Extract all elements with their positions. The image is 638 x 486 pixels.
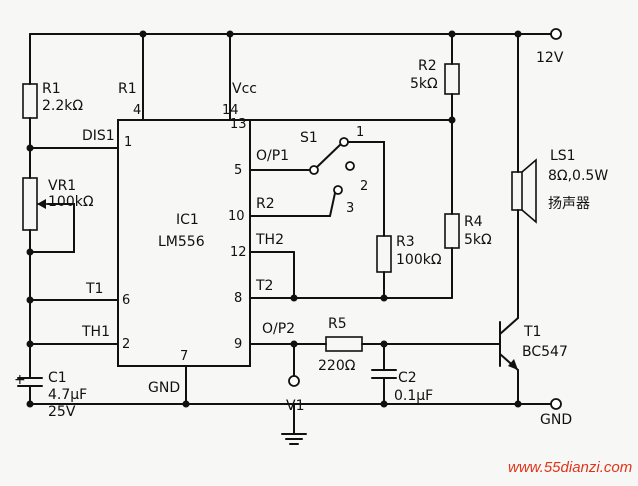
switch-pos-3 bbox=[333, 185, 343, 195]
pin-5: 5 bbox=[234, 163, 242, 178]
pin-name-r1: R1 bbox=[118, 81, 137, 97]
pin-13: 13 bbox=[230, 117, 247, 132]
vr1-ref: VR1 bbox=[48, 178, 76, 194]
ls1-value: 8Ω,0.5W bbox=[548, 168, 608, 184]
pin-name-vcc: Vcc bbox=[232, 81, 257, 97]
t1-part: BC547 bbox=[522, 344, 568, 360]
pin-name-dis1: DIS1 bbox=[82, 128, 115, 144]
ic-part: LM556 bbox=[158, 234, 205, 250]
pin-14: 14 bbox=[222, 103, 239, 118]
pin-name-op2: O/P2 bbox=[262, 321, 295, 337]
pin-10: 10 bbox=[228, 209, 245, 224]
resistor-r4 bbox=[444, 213, 460, 249]
r4-value: 5kΩ bbox=[464, 232, 492, 248]
r5-ref: R5 bbox=[328, 316, 347, 332]
ls1-desc: 扬声器 bbox=[548, 196, 590, 212]
c2-ref: C2 bbox=[398, 370, 417, 386]
left-column bbox=[17, 33, 75, 408]
r3-ref: R3 bbox=[396, 234, 415, 250]
watermark: www.55dianzi.com bbox=[508, 459, 632, 476]
output-stage bbox=[249, 30, 537, 408]
switch-pos-1 bbox=[339, 137, 349, 147]
pin-9: 9 bbox=[234, 337, 242, 352]
r1-ref: R1 bbox=[42, 81, 61, 97]
pin-name-r2: R2 bbox=[256, 196, 275, 212]
supply-label: 12V bbox=[536, 50, 564, 66]
ic1-body bbox=[117, 119, 251, 367]
pin-name-t1: T1 bbox=[85, 281, 103, 297]
switch-pos-2 bbox=[345, 161, 355, 171]
c1-polarity: + bbox=[14, 372, 26, 388]
supply-terminal bbox=[550, 28, 562, 40]
speaker-ls1 bbox=[511, 30, 537, 224]
c2-value: 0.1µF bbox=[394, 388, 433, 404]
s1-pos-2: 2 bbox=[360, 179, 368, 194]
pin-name-t2: T2 bbox=[255, 278, 273, 294]
resistor-r3 bbox=[376, 235, 392, 273]
resistor-network bbox=[376, 30, 460, 299]
s1-ref: S1 bbox=[300, 130, 318, 146]
r3-value: 100kΩ bbox=[396, 252, 442, 268]
s1-pos-3: 3 bbox=[346, 201, 354, 216]
pin-2: 2 bbox=[122, 337, 130, 352]
capacitor-c2 bbox=[371, 369, 397, 379]
test-point-v1 bbox=[288, 375, 300, 387]
ground-terminal bbox=[550, 398, 562, 410]
t1-ref: T1 bbox=[523, 324, 541, 340]
ic-ref: IC1 bbox=[176, 212, 199, 228]
r1-value: 2.2kΩ bbox=[42, 98, 83, 114]
s1-pos-1: 1 bbox=[356, 125, 364, 140]
pin-1: 1 bbox=[124, 135, 132, 150]
ground-rail bbox=[29, 398, 562, 445]
pin-7: 7 bbox=[180, 349, 188, 364]
r4-ref: R4 bbox=[464, 214, 483, 230]
switch-s1 bbox=[309, 137, 385, 237]
transistor-t1 bbox=[495, 317, 519, 371]
pin-6: 6 bbox=[122, 293, 130, 308]
r2-value: 5kΩ bbox=[410, 76, 438, 92]
c1-rating: 25V bbox=[48, 404, 76, 420]
supply-rail bbox=[29, 28, 562, 40]
pin-name-op1: O/P1 bbox=[256, 148, 289, 164]
resistor-r5 bbox=[325, 336, 363, 352]
pin-12: 12 bbox=[230, 245, 247, 260]
switch-common bbox=[309, 165, 319, 175]
pin-name-th1: TH1 bbox=[81, 324, 110, 340]
potentiometer-vr1 bbox=[22, 177, 38, 231]
pin-name-th2: TH2 bbox=[255, 232, 284, 248]
ground-label: GND bbox=[540, 412, 572, 428]
r5-value: 220Ω bbox=[318, 358, 356, 374]
v1-ref: V1 bbox=[286, 398, 304, 414]
labels: 12V GND R1 2.2kΩ VR1 100kΩ + C1 4.7µF 25… bbox=[14, 50, 632, 476]
vr1-value: 100kΩ bbox=[48, 194, 94, 210]
pin-8: 8 bbox=[234, 291, 242, 306]
resistor-r2 bbox=[444, 63, 460, 95]
pin-4: 4 bbox=[133, 103, 141, 118]
r2-ref: R2 bbox=[418, 58, 437, 74]
ls1-ref: LS1 bbox=[550, 148, 576, 164]
c1-value: 4.7µF bbox=[48, 387, 87, 403]
c1-ref: C1 bbox=[48, 370, 67, 386]
ic-wiring bbox=[29, 30, 453, 408]
pin-name-gnd: GND bbox=[148, 380, 180, 396]
resistor-r1 bbox=[22, 83, 38, 119]
